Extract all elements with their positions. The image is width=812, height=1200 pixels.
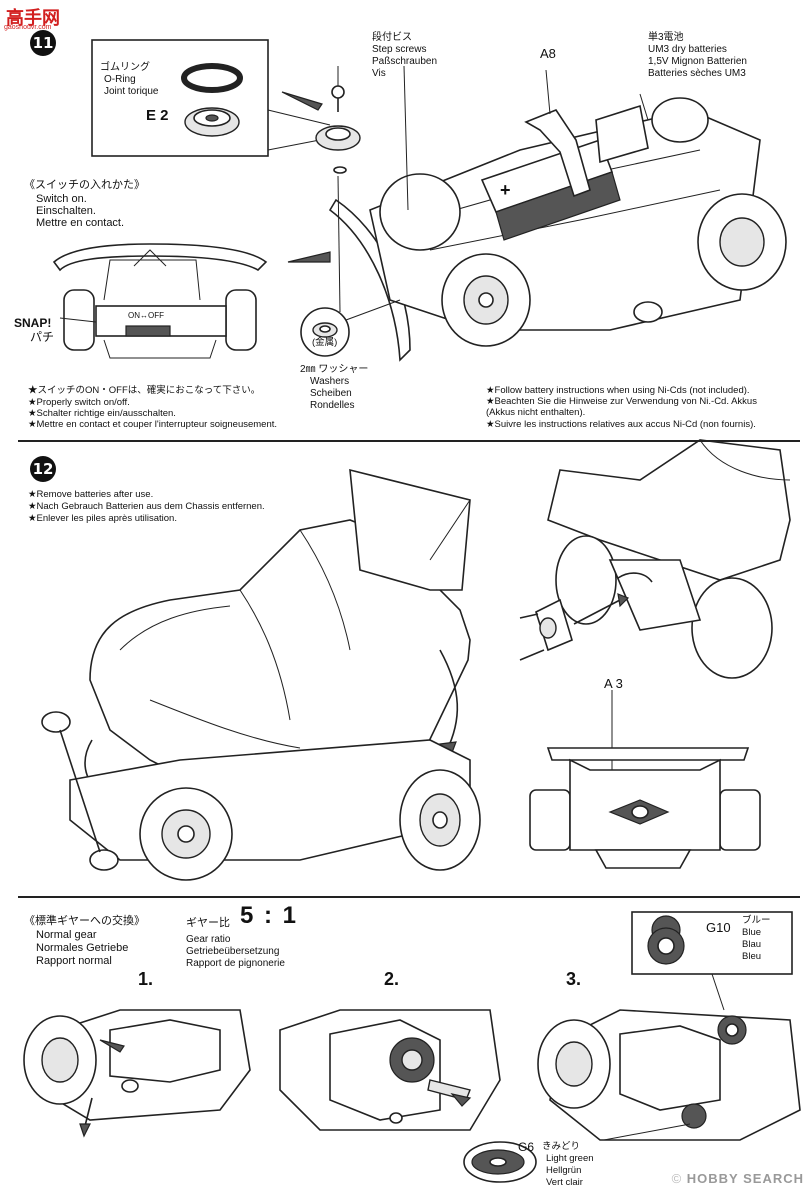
watermark-brand: HOBBY SEARCH [686, 1171, 804, 1186]
svg-text:+: + [500, 180, 511, 200]
g6-color-jp: きみどり [542, 1141, 581, 1152]
batteries-label-en: UM3 dry batteries [648, 44, 727, 55]
washers-label-fr: Rondelles [310, 400, 355, 411]
battery-holder-a8-icon [524, 109, 591, 198]
switch-heading-de: Einschalten. [36, 205, 96, 217]
wheel-icon [529, 789, 571, 851]
step-number-11: 11 [30, 30, 56, 56]
g10-color-jp: ブルー [742, 915, 771, 926]
metal-label: (金属) [312, 337, 338, 348]
batteries-label-de: 1,5V Mignon Batterien [648, 56, 747, 67]
step-screws-label-jp: 段付ビス [372, 32, 412, 43]
gear-ratio-label-de: Getriebeübersetzung [186, 946, 280, 957]
body-rear-icon [547, 439, 791, 581]
step-screws-label-en: Step screws [372, 44, 427, 55]
switch-heading-en: Switch on. [36, 193, 87, 205]
rear-wing-icon [349, 468, 471, 591]
normal-gear-heading-jp: 《標準ギヤーへの交換》 [24, 915, 145, 927]
step-screw-icon [331, 85, 345, 99]
washers-label-de: Scheiben [310, 388, 352, 399]
part-g10-label: G10 [706, 920, 731, 935]
arrow-icon [617, 593, 630, 608]
washers-label-jp: 2㎜ ワッシャー [300, 364, 369, 375]
site-logo-url: gaoshouvr.com [4, 24, 52, 31]
note-remove-batteries-de: ★Nach Gebrauch Batterien aus dem Chassis… [28, 501, 265, 512]
wheel-icon [719, 789, 761, 851]
gear-step-3-label: 3. [566, 969, 582, 989]
g6-color-en: Light green [546, 1153, 594, 1164]
oring-label-jp: ゴムリング [100, 62, 150, 73]
section-divider [18, 440, 800, 442]
roller-icon [633, 301, 663, 323]
wheel-icon [651, 97, 709, 143]
note-switch-de: ★Schalter richtige ein/ausschalten. [28, 408, 176, 419]
snap-label-en: SNAP! [14, 316, 52, 330]
arrow-icon [99, 1039, 125, 1053]
gear-ratio-label-fr: Rapport de pignonerie [186, 958, 285, 969]
g10-color-en: Blue [742, 927, 762, 938]
oring-icon [181, 63, 243, 93]
note-nicd-fr: ★Suivre les instructions relatives aux a… [486, 419, 756, 430]
step-screws-label-fr: Vis [372, 68, 386, 79]
switch-heading-jp: 《スイッチの入れかた》 [24, 179, 145, 191]
arrow-icon [450, 1093, 472, 1107]
oring-label-de: Joint torique [104, 86, 159, 97]
part-a3-label: A 3 [604, 676, 623, 691]
g10-color-fr: Bleu [742, 951, 762, 962]
washer-icon [333, 166, 347, 174]
arrow-icon [79, 1123, 91, 1138]
oring-label-en: O-Ring [104, 74, 136, 85]
wheel-icon [691, 577, 773, 679]
note-switch-jp: ★スイッチのON・OFFは、確実におこなって下さい。 [28, 385, 261, 396]
note-nicd-de-2: (Akkus nicht enthalten). [486, 407, 586, 418]
section-divider [18, 896, 800, 898]
note-nicd-de: ★Beachten Sie die Hinweise zur Verwendun… [486, 396, 757, 407]
normal-gear-heading-de: Normales Getriebe [36, 942, 129, 954]
roller-icon [41, 711, 71, 733]
arrow-icon [281, 91, 323, 111]
note-switch-fr: ★Mettre en contact et couper l'interrupt… [28, 419, 278, 430]
gear-step-2-label: 2. [384, 969, 400, 989]
step-number-12: 12 [30, 456, 56, 482]
washers-label-en: Washers [310, 376, 350, 387]
part-a8-label: A8 [540, 46, 556, 61]
copyright-mark: © [671, 1171, 683, 1186]
wheel-icon [225, 289, 257, 351]
batteries-label-fr: Batteries sèches UM3 [648, 68, 746, 79]
note-remove-batteries-fr: ★Enlever les piles après utilisation. [28, 513, 177, 524]
motor-icon [619, 1025, 721, 1111]
rear-wing-icon [52, 243, 268, 272]
arrow-icon [287, 251, 331, 263]
power-switch-icon [125, 325, 171, 337]
hobby-search-watermark: © HOBBY SEARCH [672, 1171, 804, 1186]
gear-ratio-value: 5 : 1 [240, 902, 299, 929]
oring-callout-box [91, 39, 269, 157]
gear-icon [681, 1103, 707, 1129]
part-g6-label: G6 [518, 1140, 535, 1154]
gear-step-1-label: 1. [138, 969, 154, 989]
gear-ratio-label-en: Gear ratio [186, 934, 231, 945]
rear-wing-icon [546, 747, 750, 761]
switch-on-off-label: ON↔OFF [128, 311, 164, 320]
g10-color-de: Blau [742, 939, 762, 950]
switch-heading-fr: Mettre en contact. [36, 217, 125, 229]
site-logo: 高手网 [6, 8, 60, 28]
normal-gear-heading-en: Normal gear [36, 929, 97, 941]
part-e2-label: E 2 [146, 107, 169, 124]
wheel-icon [379, 173, 461, 251]
step-screws-label-de: Paßschrauben [372, 56, 438, 67]
g6-color-de: Hellgrün [546, 1165, 582, 1176]
normal-gear-heading-fr: Rapport normal [36, 955, 112, 967]
roller-icon [89, 849, 119, 871]
note-remove-batteries-en: ★Remove batteries after use. [28, 489, 154, 500]
g6-color-fr: Vert clair [546, 1177, 583, 1188]
note-nicd-en: ★Follow battery instructions when using … [486, 385, 750, 396]
note-switch-en: ★Properly switch on/off. [28, 397, 130, 408]
batteries-label-jp: 単3電池 [648, 32, 684, 43]
wheel-icon [555, 535, 617, 625]
snap-label-jp: パチ [30, 330, 55, 344]
gear-ratio-label-jp: ギヤー比 [186, 917, 230, 929]
